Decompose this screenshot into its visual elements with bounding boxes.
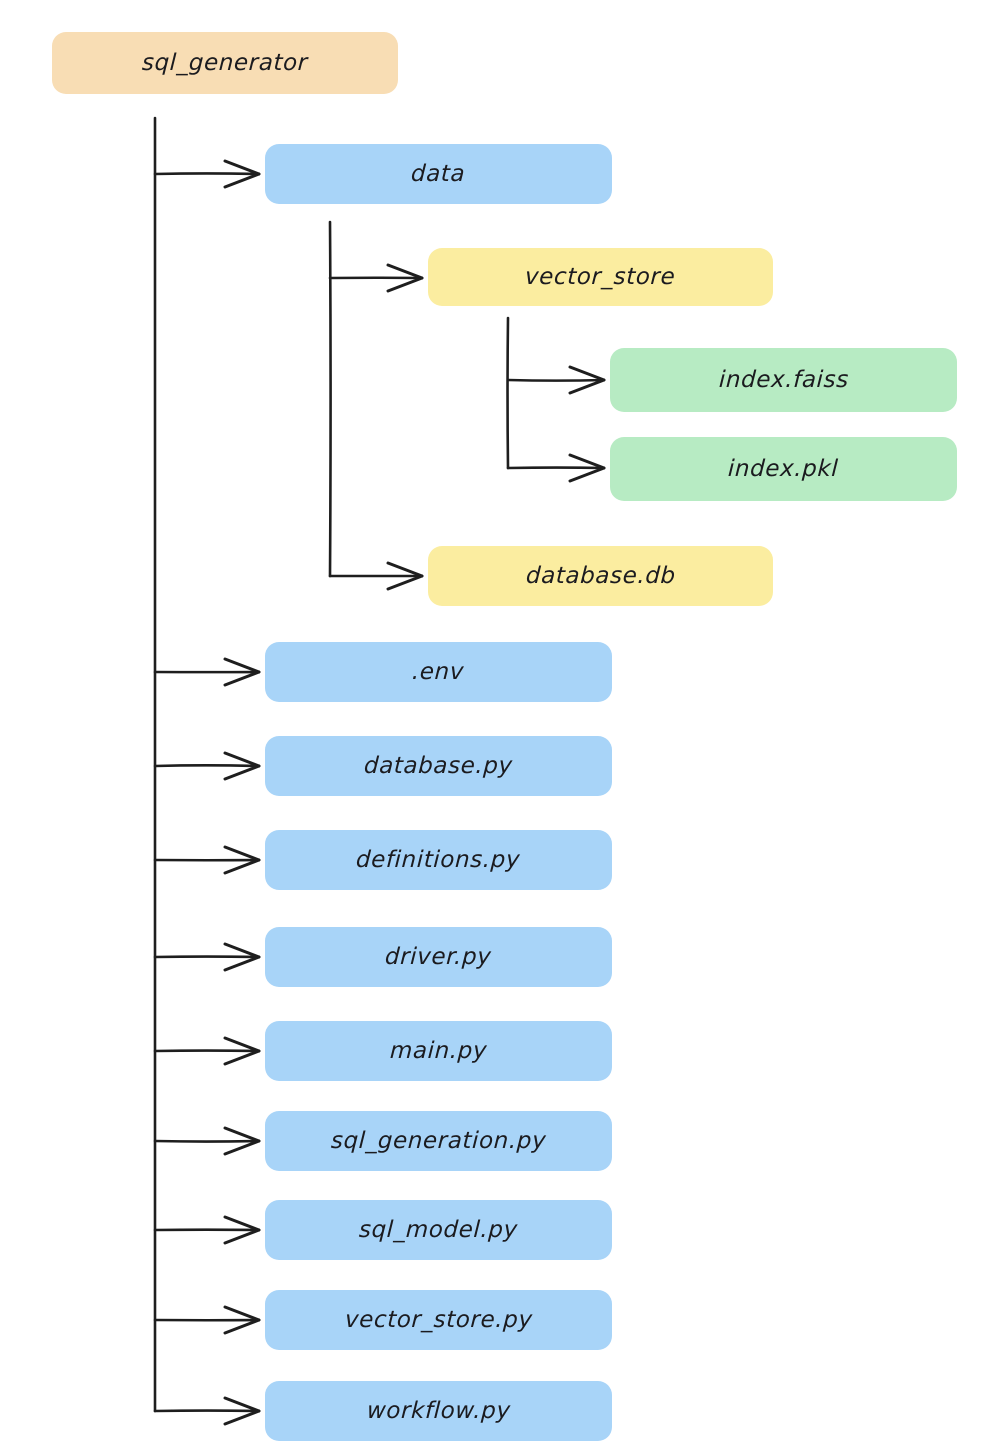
tree-node-label: definitions.py xyxy=(356,847,522,873)
tree-node-driver_py[interactable]: driver.py xyxy=(265,927,612,987)
tree-node-vector_store[interactable]: vector_store xyxy=(428,248,773,306)
tree-node-label: workflow.py xyxy=(366,1398,511,1424)
arrow-head-database_db xyxy=(388,563,422,589)
tree-node-label: sql_model.py xyxy=(358,1217,518,1243)
arrow-head-driver_py xyxy=(225,944,259,970)
tree-node-label: vector_store xyxy=(525,264,677,290)
tree-node-label: index.faiss xyxy=(718,367,849,393)
arrow-head-sql_generation_py xyxy=(225,1128,259,1154)
arrow-head-main_py xyxy=(225,1038,259,1064)
arrow-head-vector_store xyxy=(388,265,422,291)
tree-node-vector_store_py[interactable]: vector_store.py xyxy=(265,1290,612,1350)
tree-node-label: driver.py xyxy=(385,944,493,970)
root-trunk xyxy=(155,118,156,1411)
tree-node-label: sql_generation.py xyxy=(330,1128,547,1154)
tree-node-index_faiss[interactable]: index.faiss xyxy=(610,348,957,412)
tree-node-env[interactable]: .env xyxy=(265,642,612,702)
arrow-head-env xyxy=(225,659,259,685)
tree-node-definitions_py[interactable]: definitions.py xyxy=(265,830,612,890)
tree-node-workflow_py[interactable]: workflow.py xyxy=(265,1381,612,1441)
tree-node-label: data xyxy=(411,161,467,187)
edge-root-to-sql_generation_py xyxy=(155,1141,259,1142)
tree-node-label: database.db xyxy=(525,563,676,589)
tree-node-sql_model_py[interactable]: sql_model.py xyxy=(265,1200,612,1260)
tree-node-database_py[interactable]: database.py xyxy=(265,736,612,796)
arrow-head-data xyxy=(225,161,259,187)
arrow-head-database_py xyxy=(225,753,259,779)
arrow-head-index_pkl xyxy=(570,455,604,481)
arrow-head-index_faiss xyxy=(570,367,604,393)
tree-node-label: vector_store.py xyxy=(344,1307,533,1333)
tree-node-database_db[interactable]: database.db xyxy=(428,546,773,606)
tree-node-label: main.py xyxy=(389,1038,488,1064)
tree-node-sql_generation_py[interactable]: sql_generation.py xyxy=(265,1111,612,1171)
tree-node-label: .env xyxy=(412,659,465,685)
edge-vector_store-to-index_faiss xyxy=(508,380,604,381)
arrow-head-vector_store_py xyxy=(225,1307,259,1333)
tree-node-index_pkl[interactable]: index.pkl xyxy=(610,437,957,501)
arrow-head-sql_model_py xyxy=(225,1217,259,1243)
arrow-head-workflow_py xyxy=(225,1398,259,1424)
arrow-head-definitions_py xyxy=(225,847,259,873)
tree-node-root[interactable]: sql_generator xyxy=(52,32,398,94)
tree-node-data[interactable]: data xyxy=(265,144,612,204)
tree-node-label: index.pkl xyxy=(728,456,840,482)
edge-root-to-database_py xyxy=(155,765,259,766)
tree-node-label: sql_generator xyxy=(141,50,308,76)
edge-root-to-data xyxy=(155,173,259,174)
tree-node-main_py[interactable]: main.py xyxy=(265,1021,612,1081)
data-trunk xyxy=(330,222,331,576)
tree-node-label: database.py xyxy=(363,753,513,779)
